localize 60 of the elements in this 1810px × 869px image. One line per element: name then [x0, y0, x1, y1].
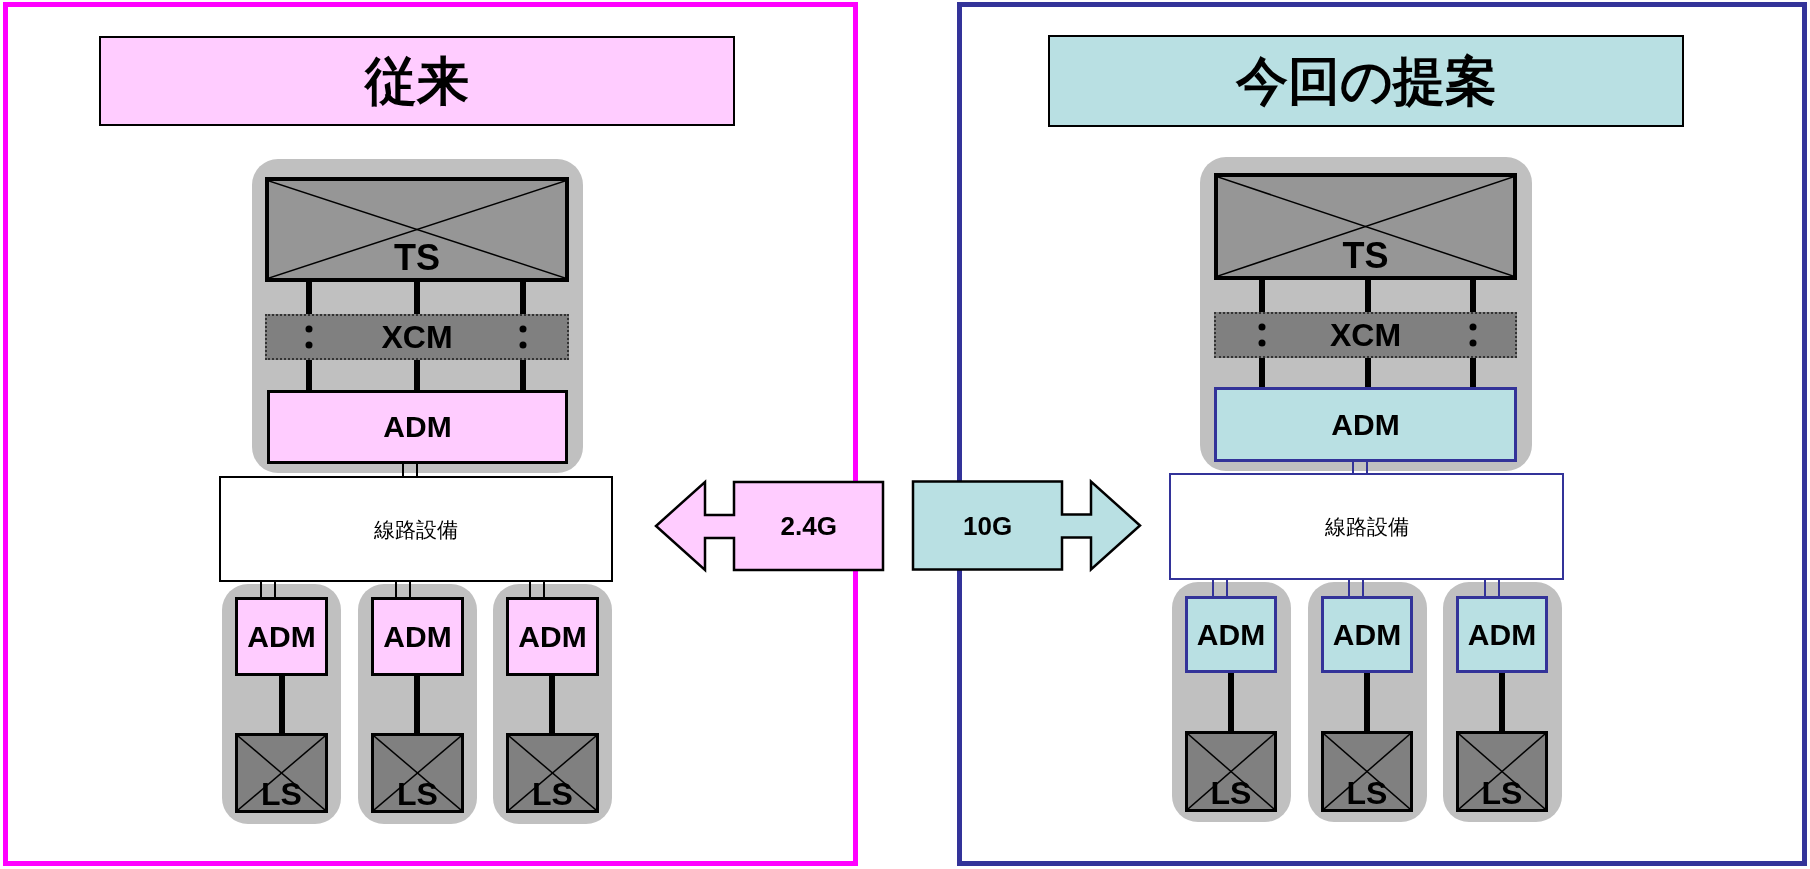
ls-box: LS: [1185, 731, 1277, 812]
connector-line: [1365, 280, 1371, 312]
connector-line: [395, 581, 411, 598]
connector-line: [402, 463, 418, 477]
connector-line: [549, 676, 555, 733]
ls-box: LS: [506, 733, 599, 813]
connector-line: [1365, 358, 1371, 387]
connector-line: [1484, 579, 1500, 597]
connector-line: [1259, 358, 1265, 387]
connector-line: [414, 676, 420, 733]
connector-line: [1259, 280, 1265, 312]
connector-line: [520, 360, 526, 390]
title-box: 従来: [99, 36, 735, 126]
connector-line: [414, 282, 420, 314]
panel-frame: [957, 2, 1807, 866]
adm-box: ADM: [1185, 596, 1277, 673]
switch-box: TS: [265, 177, 569, 282]
adm-box: ADM: [371, 597, 464, 676]
block-arrow: [654, 479, 885, 573]
equipment-group: [252, 159, 583, 473]
equipment-group: [358, 584, 477, 824]
equipment-group: [222, 584, 341, 824]
connector-line: [1348, 579, 1364, 597]
panel-frame: [3, 2, 858, 866]
connector-line: [1352, 461, 1368, 474]
equipment-group: [493, 584, 612, 824]
connector-line: [279, 676, 285, 733]
title-box: 今回の提案: [1048, 35, 1684, 127]
connector-line: [1470, 358, 1476, 387]
connector-line: [306, 360, 312, 390]
adm-box: ADM: [1321, 596, 1413, 673]
connector-line: [1364, 673, 1370, 731]
connector-line: [260, 581, 276, 598]
connector-line: [1228, 673, 1234, 731]
equipment-group: [1308, 582, 1427, 822]
module-band: XCM: [265, 314, 569, 360]
connector-line: [1499, 673, 1505, 731]
connector-line: [414, 360, 420, 390]
ls-box: LS: [1456, 731, 1548, 812]
switch-box: TS: [1214, 173, 1517, 280]
connector-line: [529, 581, 545, 598]
module-band: XCM: [1214, 312, 1517, 358]
line-equipment-box: 線路設備: [219, 476, 613, 582]
connector-line: [1470, 280, 1476, 312]
ls-box: LS: [371, 733, 464, 813]
connector-line: [520, 282, 526, 314]
block-arrow: [911, 478, 1142, 573]
adm-box: ADM: [267, 390, 568, 464]
connector-line: [306, 282, 312, 314]
adm-box: ADM: [235, 597, 328, 676]
equipment-group: [1172, 582, 1291, 822]
adm-box: ADM: [506, 597, 599, 676]
equipment-group: [1443, 582, 1562, 822]
adm-box: ADM: [1456, 596, 1548, 673]
connector-line: [1212, 579, 1228, 597]
line-equipment-box: 線路設備: [1169, 473, 1564, 580]
equipment-group: [1200, 157, 1532, 471]
ls-box: LS: [1321, 731, 1413, 812]
adm-box: ADM: [1214, 387, 1517, 462]
ls-box: LS: [235, 733, 328, 813]
